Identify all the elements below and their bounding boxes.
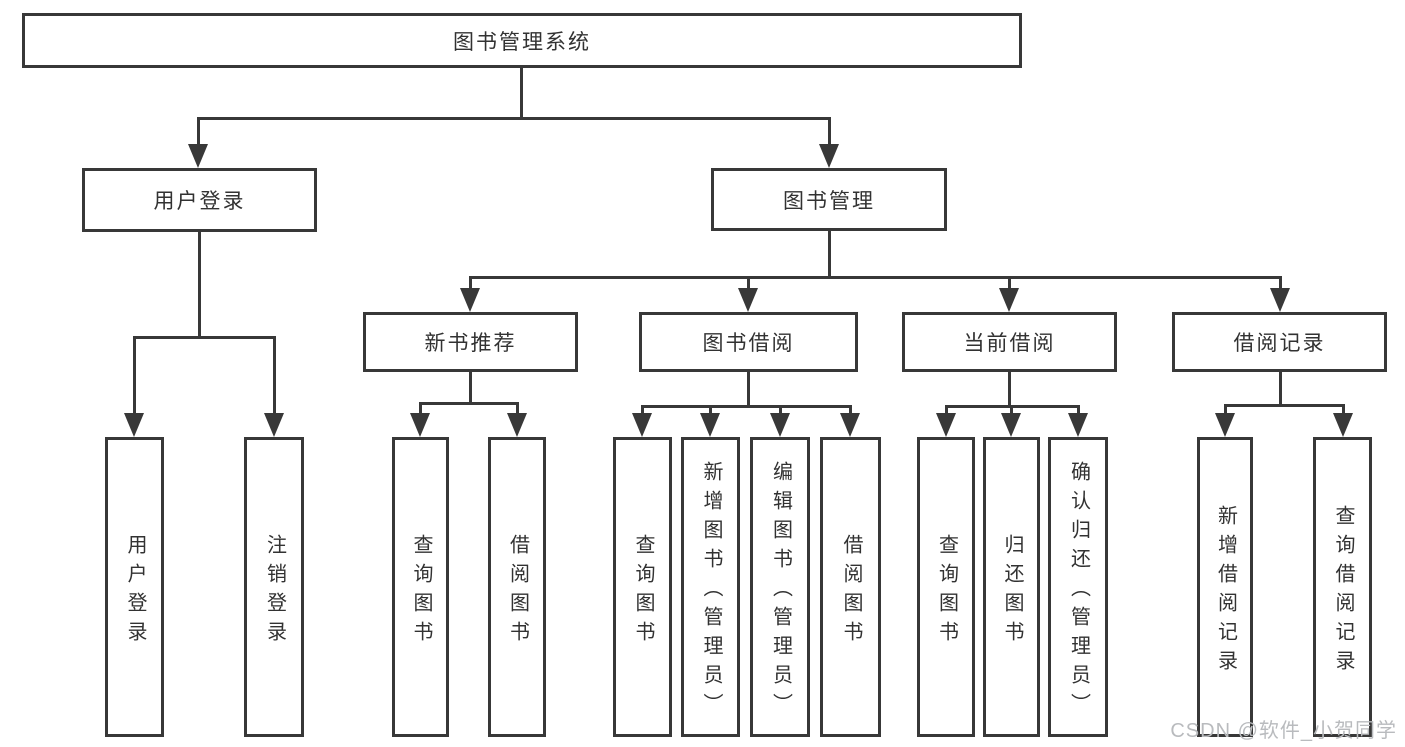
connector-stub-br-query <box>1342 404 1345 418</box>
connector-stub-cb-return <box>1010 405 1013 418</box>
node-label: 用户登录 <box>153 190 246 213</box>
connector-stub-br-add <box>1224 404 1227 418</box>
connector-stub-leaf-logout <box>273 336 276 417</box>
leaf-bb-query-books: 查询图书 <box>613 437 672 737</box>
node-new-book-recommend: 新书推荐 <box>363 312 578 372</box>
leaf-label: 归还图书 <box>1001 533 1023 650</box>
node-label: 借阅记录 <box>1233 332 1326 355</box>
arrowhead-to-cb-return <box>1001 413 1021 437</box>
arrowhead-to-bb-edit <box>770 413 790 437</box>
connector-book-management-bus <box>470 276 1281 279</box>
connector-stub-borrow-records <box>1279 276 1282 296</box>
connector-book-borrow-trunk <box>747 372 750 408</box>
leaf-label: 查询图书 <box>935 533 958 650</box>
csdn-watermark: CSDN @软件_小贺同学 <box>1170 720 1397 742</box>
arrowhead-to-user-login <box>188 144 208 168</box>
leaf-bb-add-books-admin: 新增图书（管理员） <box>681 437 740 737</box>
node-current-borrow: 当前借阅 <box>902 312 1117 372</box>
connector-stub-book-borrow <box>747 276 750 296</box>
arrowhead-to-bb-query <box>632 413 652 437</box>
node-book-management: 图书管理 <box>711 168 947 231</box>
connector-stub-bb-query <box>641 405 644 418</box>
node-root-library-system: 图书管理系统 <box>22 13 1022 68</box>
leaf-label: 注销登录 <box>263 533 286 650</box>
leaf-label: 查询图书 <box>632 533 654 650</box>
connector-stub-user-login <box>197 117 200 147</box>
node-borrow-records: 借阅记录 <box>1172 312 1387 372</box>
connector-current-borrow-trunk <box>1008 372 1011 408</box>
arrowhead-to-cb-query <box>936 413 956 437</box>
leaf-bb-borrow-books: 借阅图书 <box>820 437 881 737</box>
connector-root-trunk <box>520 68 523 120</box>
leaf-label: 确认归还（管理员） <box>1067 461 1090 722</box>
leaf-label: 编辑图书（管理员） <box>769 461 792 722</box>
arrowhead-to-book-management <box>819 144 839 168</box>
node-label: 新书推荐 <box>424 332 517 355</box>
arrowhead-to-book-borrow <box>738 288 758 312</box>
connector-stub-current-borrow <box>1008 276 1011 296</box>
connector-stub-leaf-login <box>133 336 136 417</box>
connector-root-bus <box>198 117 831 120</box>
leaf-bb-edit-books-admin: 编辑图书（管理员） <box>750 437 810 737</box>
node-label: 图书管理 <box>783 189 875 213</box>
connector-stub-book-management <box>828 117 831 147</box>
arrowhead-to-leaf-login <box>124 413 144 437</box>
connector-book-management-trunk <box>828 231 831 279</box>
arrowhead-to-current-borrow <box>999 288 1019 312</box>
leaf-label: 新增借阅记录 <box>1214 504 1237 679</box>
arrowhead-to-nbr-query <box>410 413 430 437</box>
connector-book-borrow-bus <box>642 405 851 408</box>
node-label: 图书借阅 <box>702 332 795 355</box>
arrowhead-to-borrow-records <box>1270 288 1290 312</box>
leaf-user-login: 用户登录 <box>105 437 164 737</box>
arrowhead-to-br-add <box>1215 413 1235 437</box>
leaf-label: 新增图书（管理员） <box>700 461 722 722</box>
connector-stub-nbr-query <box>419 402 422 418</box>
connector-user-login-bus <box>134 336 275 339</box>
leaf-br-add-record: 新增借阅记录 <box>1197 437 1253 737</box>
connector-stub-cb-query <box>945 405 948 418</box>
leaf-cb-return-books: 归还图书 <box>983 437 1040 737</box>
arrowhead-to-bb-borrow <box>840 413 860 437</box>
leaf-br-query-record: 查询借阅记录 <box>1313 437 1372 737</box>
leaf-label: 借阅图书 <box>840 533 862 650</box>
leaf-nbr-query-books: 查询图书 <box>392 437 449 737</box>
arrowhead-to-nbr-borrow <box>507 413 527 437</box>
arrowhead-to-bb-add <box>700 413 720 437</box>
arrowhead-to-new-book-recommend <box>460 288 480 312</box>
leaf-nbr-borrow-books: 借阅图书 <box>488 437 546 737</box>
leaf-label: 查询借阅记录 <box>1332 504 1354 679</box>
node-book-borrow: 图书借阅 <box>639 312 858 372</box>
connector-stub-bb-edit <box>779 405 782 418</box>
node-user-login: 用户登录 <box>82 168 317 232</box>
connector-borrow-records-trunk <box>1279 372 1282 407</box>
leaf-label: 用户登录 <box>124 533 146 650</box>
leaf-label: 借阅图书 <box>506 533 529 650</box>
connector-stub-cb-confirm <box>1077 405 1080 418</box>
connector-stub-nbr-borrow <box>516 402 519 418</box>
connector-new-book-recommend-bus <box>420 402 518 405</box>
node-label: 图书管理系统 <box>453 30 591 54</box>
arrowhead-to-leaf-logout <box>264 413 284 437</box>
node-label: 当前借阅 <box>963 332 1056 355</box>
connector-stub-new-book-recommend <box>469 276 472 296</box>
connector-stub-bb-borrow <box>849 405 852 418</box>
leaf-logout: 注销登录 <box>244 437 304 737</box>
connector-borrow-records-bus <box>1225 404 1344 407</box>
connector-new-book-recommend-trunk <box>469 372 472 405</box>
leaf-cb-query-books: 查询图书 <box>917 437 975 737</box>
arrowhead-to-cb-confirm <box>1068 413 1088 437</box>
connector-stub-bb-add <box>709 405 712 418</box>
leaf-label: 查询图书 <box>410 533 432 650</box>
arrowhead-to-br-query <box>1333 413 1353 437</box>
leaf-cb-confirm-return-admin: 确认归还（管理员） <box>1048 437 1108 737</box>
connector-user-login-trunk <box>198 232 201 339</box>
